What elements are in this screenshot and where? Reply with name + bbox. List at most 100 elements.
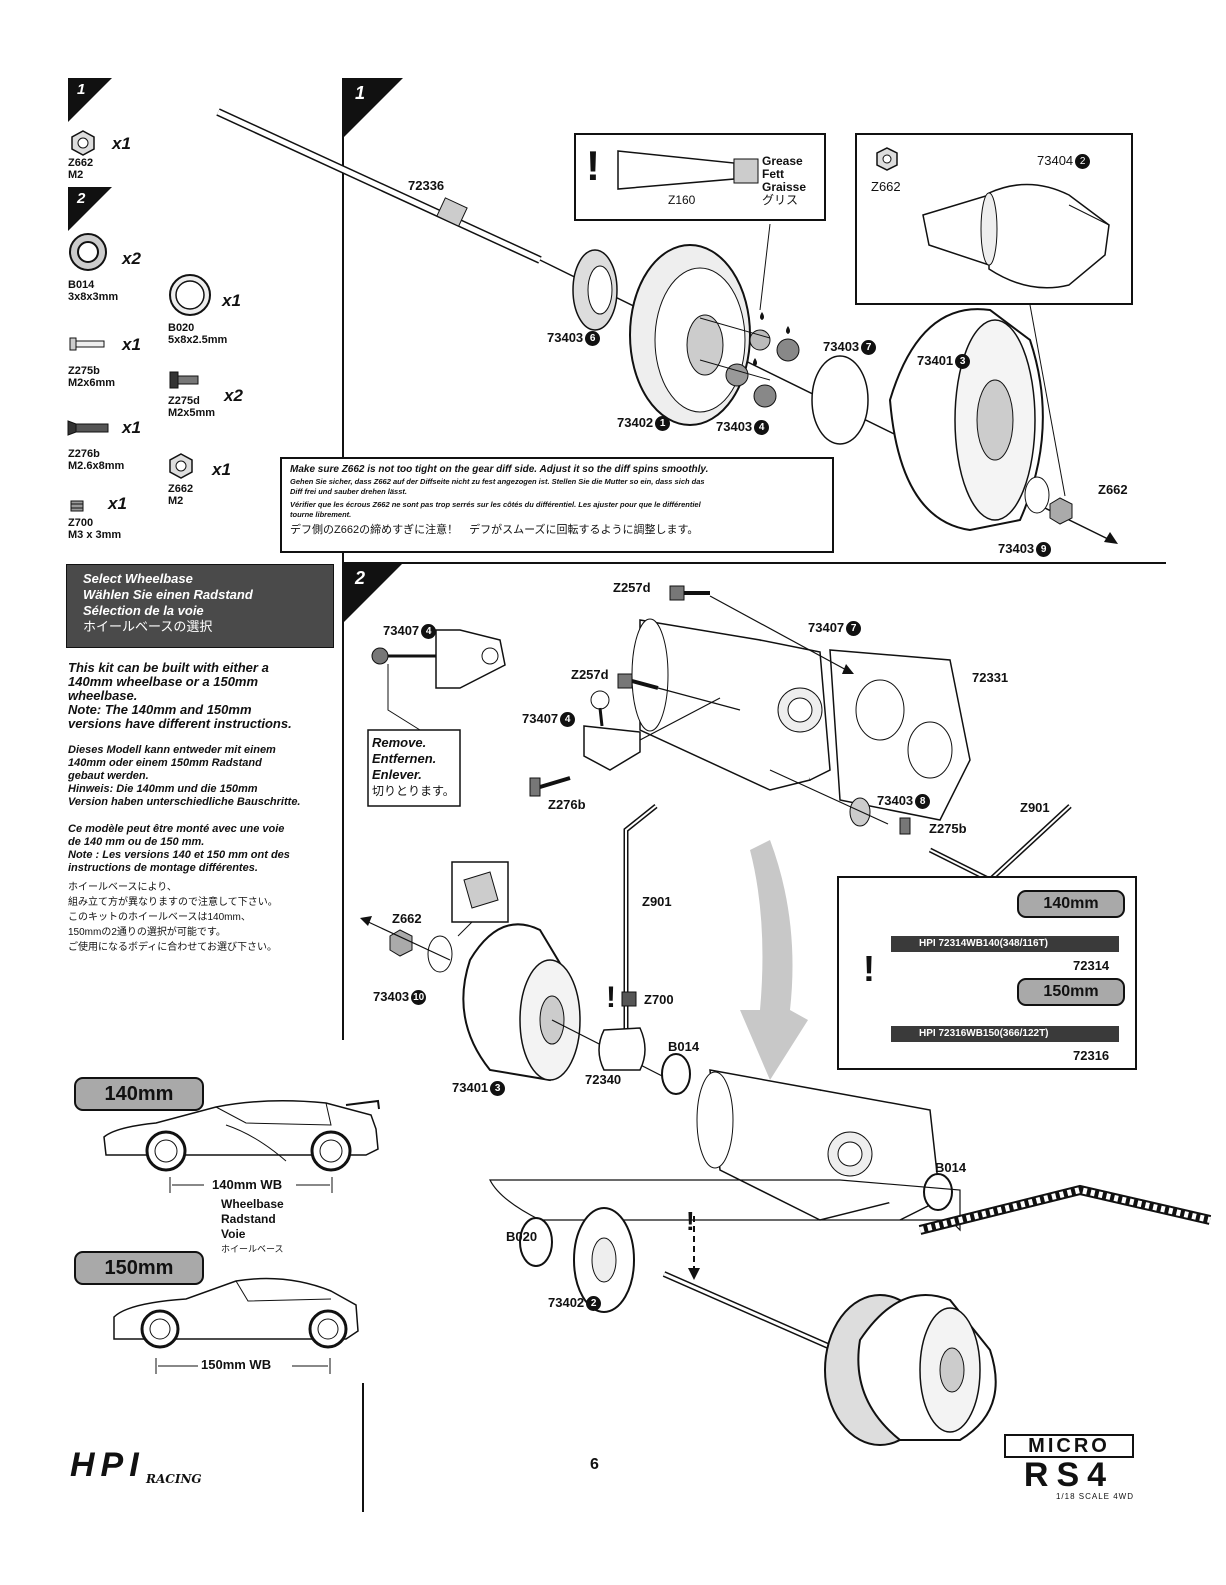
car-150-pill: 150mm (74, 1251, 204, 1285)
warning-en: Make sure Z662 is not too tight on the g… (290, 464, 709, 475)
inset-z662-label: Z662 (871, 179, 901, 194)
sidebar-step1-flag: 1 (68, 78, 112, 122)
remove-note: Remove.Entfernen.Enlever.切りとります。 (372, 735, 455, 798)
qty: x1 (108, 494, 127, 513)
wheelbase-text-jp: ホイールベースにより、組み立て方が異なりますので注意して下さい。このキットのホイ… (68, 882, 278, 953)
wb-140-label: 140mm WB (212, 1177, 283, 1192)
nut-icon (876, 147, 898, 171)
warning-icon: ! (863, 948, 875, 989)
step2-flag: 2 (343, 563, 403, 623)
belt-140-pill: 140mm (1017, 890, 1125, 918)
nut-icon (71, 130, 95, 156)
grease-tube-icon (617, 150, 759, 190)
car-150-illustration (113, 1277, 359, 1349)
car-140-illustration (103, 1099, 380, 1172)
step1-flag: 1 (343, 78, 403, 138)
warning-box: Make sure Z662 is not too tight on the g… (280, 457, 834, 553)
nut-icon (169, 453, 193, 479)
belt-selection-box: 140mm HPI 72314WB140(348/116T) 72314 ! 1… (837, 876, 1137, 1070)
label-z662: Z662 (1098, 482, 1128, 497)
page-number: 6 (590, 1456, 599, 1473)
label-z257d-b: Z257d (571, 667, 609, 682)
wb-150-label: 150mm WB (201, 1357, 272, 1372)
warning-jp: デフ側のZ662の締めすぎに注意！ デフがスムーズに回転するように調整します。 (290, 524, 699, 536)
label-z276b: Z276b (548, 797, 586, 812)
qty: x1 (122, 335, 141, 354)
label-z700: Z700 (644, 992, 674, 1007)
warning-de-2: Diff frei und sauber drehen lässt. (290, 487, 407, 496)
warning-icon: ! (586, 142, 600, 189)
wb-150-arrow (155, 1358, 331, 1374)
grease-code: Z160 (668, 193, 696, 207)
car-140-pill: 140mm (74, 1077, 204, 1111)
micro-rs4-logo: MICRO RS4 1/18 SCALE 4WD (1004, 1434, 1134, 1514)
belt-150-pill: 150mm (1017, 978, 1125, 1006)
warning-de-1: Gehen Sie sicher, dass Z662 auf der Diff… (290, 477, 705, 486)
warning-icon: ! (606, 981, 616, 1014)
qty: x1 (122, 418, 141, 437)
label-z275b: Z275b (929, 821, 967, 836)
label-z257d-a: Z257d (613, 580, 651, 595)
sidebar-step2-flag: 2 (68, 187, 112, 231)
label-b014-a: B014 (668, 1039, 700, 1054)
label-72340: 72340 (585, 1072, 622, 1087)
qty: x1 (112, 134, 131, 153)
label-72331: 72331 (972, 670, 1009, 685)
set-screw-icon (70, 500, 84, 512)
diff-cup-illustration (922, 183, 1110, 289)
warning-icon: ! (686, 1206, 695, 1236)
wheelbase-header: Select Wheelbase Wählen Sie einen Radsta… (66, 564, 334, 648)
label-b020: B020 (506, 1229, 538, 1244)
step2-drawing (360, 585, 1212, 1446)
label-z901-b: Z901 (642, 894, 672, 909)
screw-icon (67, 420, 109, 436)
hpi-logo: HPI RACING (70, 1446, 202, 1486)
qty: x2 (224, 386, 243, 405)
step1-drawing (216, 108, 1118, 544)
qty: x1 (212, 460, 231, 479)
label-72336: 72336 (408, 178, 445, 193)
label-b014-b: B014 (935, 1160, 967, 1175)
label-z901-a: Z901 (1020, 800, 1050, 815)
wb-140-arrow (169, 1177, 333, 1193)
belt-150-code: 72316 (1073, 1048, 1110, 1063)
warning-fr-1: Vérifier que les écrous Z662 ne sont pas… (290, 500, 701, 509)
belt-140-code: 72314 (1073, 958, 1110, 973)
belt-140: HPI 72314WB140(348/116T) (891, 936, 1119, 952)
screw-icon (69, 337, 105, 351)
label-z662: Z662 (392, 911, 422, 926)
belt-150: HPI 72316WB150(366/122T) (891, 1026, 1119, 1042)
bearing-icon (69, 233, 107, 271)
screw-icon (169, 371, 199, 389)
warning-fr-2: tourne librement. (290, 510, 352, 519)
